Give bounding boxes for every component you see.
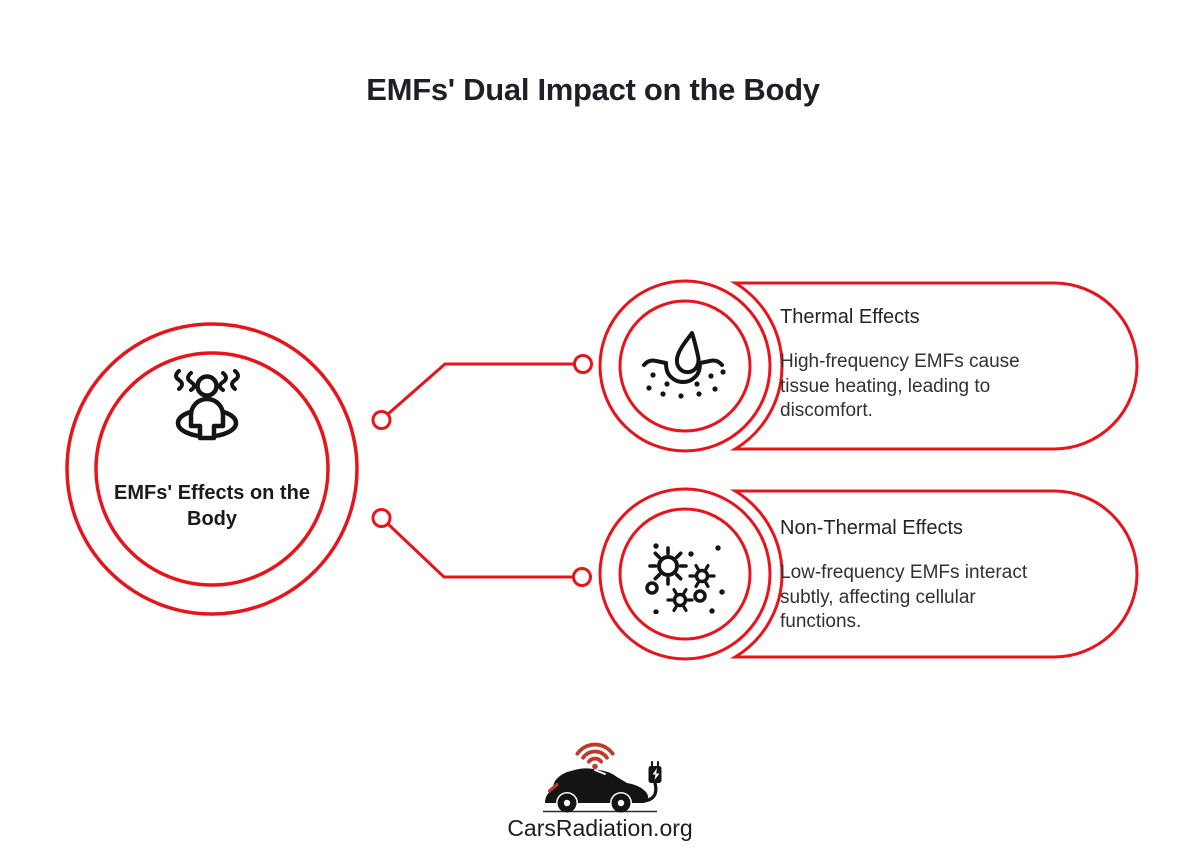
skin-droplet-icon: [642, 331, 726, 399]
connector-node: [371, 508, 392, 528]
branch-heading: Non-Thermal Effects: [780, 517, 964, 539]
center-circle-ring: [65, 322, 359, 616]
branch-nonthermal-text: Non-Thermal Effects Low-frequency EMFs i…: [780, 516, 1080, 635]
branch-card-thermal: [598, 279, 1139, 453]
connector-top: [371, 354, 593, 430]
microbes-icon: [645, 543, 725, 614]
taillight: [547, 782, 559, 793]
microbe-spokes: [688, 564, 716, 588]
connector-node: [572, 567, 592, 587]
brand-name: CarsRadiation.org: [507, 815, 693, 841]
radiation-waves-icon: [575, 742, 615, 764]
microbe-dots: [653, 543, 725, 614]
branch-heading: Thermal Effects: [780, 306, 920, 328]
connector-node: [371, 410, 392, 430]
pill-outline: [729, 281, 1139, 451]
branch-body: Low-frequency EMFs interact subtly, affe…: [780, 562, 1028, 632]
page-title: EMFs' Dual Impact on the Body: [366, 72, 820, 107]
radiation-source-dot: [592, 763, 598, 770]
ev-car-radiation-logo: [543, 742, 662, 813]
body-heat-icon: [174, 369, 240, 441]
car-silhouette: [545, 768, 649, 803]
connector-node: [573, 354, 593, 374]
skin-pore-dots: [646, 369, 726, 399]
microbe-spokes: [648, 546, 688, 586]
center-node-label: EMFs' Effects on the Body: [114, 482, 310, 530]
microbe-spokes: [666, 588, 694, 612]
branch-card-nonthermal: [598, 487, 1139, 661]
car-wheels: [557, 793, 631, 813]
pill-outline: [729, 489, 1139, 659]
connector-bottom: [371, 508, 592, 587]
branch-thermal-text: Thermal Effects High-frequency EMFs caus…: [780, 305, 1080, 424]
windshield-highlight: [594, 769, 606, 775]
branch-body: High-frequency EMFs cause tissue heating…: [780, 351, 1020, 421]
charging-plug-icon: [648, 761, 662, 783]
